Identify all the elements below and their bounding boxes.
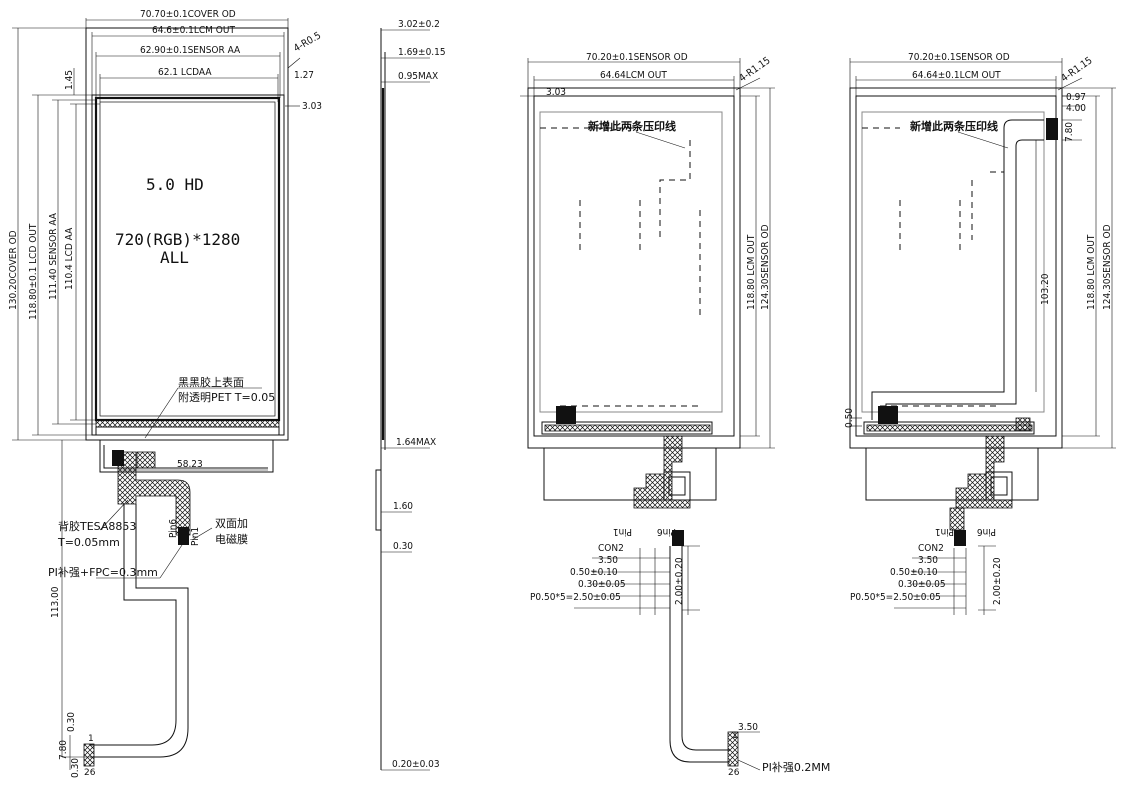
dim-lcm-out: 64.6±0.1LCM OUT: [152, 25, 235, 36]
dim-303-a: 3.03: [546, 87, 566, 98]
dim-r05: 4-R0.5: [292, 30, 323, 54]
dim-160: 1.60: [393, 501, 413, 512]
dim-r115-b: 4-R1.15: [1059, 55, 1094, 84]
dim-400: 4.00: [1066, 103, 1086, 114]
dim-350b-a: 3.50: [738, 722, 758, 733]
fpc-plate: [99, 440, 274, 473]
dim-sensor-od-v-a: 124.30SENSOR OD: [760, 224, 771, 310]
dim-127: 1.27: [294, 70, 314, 81]
sensor-outline-b: [849, 87, 1063, 449]
dim-lcm-out-v-b: 118.80 LCM OUT: [1086, 234, 1097, 310]
dim-164: 1.64MAX: [396, 437, 436, 448]
dim-lcd-aa: 62.1 LCDAA: [158, 67, 212, 78]
dim-095: 0.95MAX: [398, 71, 438, 82]
back-view-b: 70.20±0.1SENSOR OD 64.64±0.1LCM OUT 4-R1…: [844, 52, 1116, 615]
sensor-outline-a: [527, 87, 741, 449]
screen-size-text: 5.0 HD: [146, 175, 204, 194]
pin1-label: Pin1: [190, 527, 201, 546]
cover-outline: [85, 27, 289, 441]
dim-030-b: 0.30±0.05: [898, 579, 946, 590]
front-view: 5.0 HD 720(RGB)*1280 ALL 70.70±0.1COVER …: [8, 9, 323, 778]
note-emboss-b: 新增此两条压印线: [910, 119, 998, 133]
dim-030b: 0.30: [70, 758, 81, 778]
pin-top-a: 1: [732, 731, 738, 741]
pin6-b: Pin6: [977, 526, 996, 537]
fpc-hatch-b: [955, 435, 1013, 509]
screen-resolution-text: 720(RGB)*1280: [115, 230, 240, 249]
fpc-tail-end: [83, 743, 95, 767]
dim-050b-b: 0.50±0.10: [890, 567, 938, 578]
side-view: 3.02±0.2 1.69±0.15 0.95MAX 1.64MAX 1.60 …: [375, 19, 446, 771]
dim-302: 3.02±0.2: [398, 19, 440, 30]
dim-169: 1.69±0.15: [398, 47, 446, 58]
dim-113: 113.00: [50, 586, 61, 618]
dim-sensor-aa-v: 111.40 SENSOR AA: [48, 212, 59, 300]
bottom-strip: [95, 419, 280, 428]
dim-10320: 103.20: [1040, 273, 1051, 305]
dim-030a: 0.30: [66, 712, 77, 732]
dim-lcm-out-b: 64.64±0.1LCM OUT: [912, 70, 1001, 81]
ic-block-b: [878, 406, 898, 424]
pin-top-label: 1: [88, 734, 94, 744]
dim-097: 0.97: [1066, 92, 1086, 103]
dim-cover-od-v: 130.20COVER OD: [8, 230, 19, 310]
note-double-side-1: 双面加: [215, 517, 248, 530]
note-emboss-a: 新增此两条压印线: [588, 119, 676, 133]
dim-pitch-a: P0.50*5=2.50±0.05: [530, 592, 621, 603]
dim-cover-od: 70.70±0.1COVER OD: [140, 9, 236, 20]
dim-200-a: 2.00±0.20: [674, 557, 685, 605]
note-double-side-2: 电磁膜: [215, 533, 248, 546]
dim-200-b: 2.00±0.20: [992, 557, 1003, 605]
dim-350-b: 3.50: [918, 555, 938, 566]
dim-030-side: 0.30: [393, 541, 413, 552]
note-pi-stiffener: PI补强+FPC=0.3mm: [48, 566, 158, 579]
dim-780: 7.80: [58, 740, 69, 760]
con2-a: CON2: [598, 543, 624, 554]
pin1-b: Pin1: [935, 526, 954, 537]
dim-350-a: 3.50: [598, 555, 618, 566]
dim-780-b: 7.80: [1064, 122, 1075, 142]
dim-030-a: 0.30±0.05: [578, 579, 626, 590]
dim-5823: 58.23: [177, 459, 203, 470]
con2-b: CON2: [918, 543, 944, 554]
dim-pitch-b: P0.50*5=2.50±0.05: [850, 592, 941, 603]
note-back-adhesive-2: T=0.05mm: [57, 536, 120, 549]
dim-050-a: 0.50±0.10: [570, 567, 618, 578]
dim-sensor-od-a: 70.20±0.1SENSOR OD: [586, 52, 688, 63]
dim-r115-a: 4-R1.15: [737, 55, 772, 84]
note-black-tape-2: 附透明PET T=0.05: [178, 390, 275, 404]
fpc-long: [90, 504, 177, 746]
pin-bottom-label: 26: [84, 768, 96, 778]
screen-all-text: ALL: [160, 248, 189, 267]
dim-lcd-aa-v: 110.4 LCD AA: [64, 227, 75, 290]
note-pi-a: PI补强0.2MM: [762, 761, 830, 774]
dim-lcd-out-v: 118.80±0.1 LCD OUT: [28, 223, 39, 320]
note-back-adhesive-1: 背胶TESA8853: [58, 519, 136, 533]
pin6-a: Pin6: [657, 526, 676, 537]
dim-050-b: 0.50: [844, 408, 855, 428]
dim-sensor-aa: 62.90±0.1SENSOR AA: [140, 45, 241, 56]
dim-303: 3.03: [302, 101, 322, 112]
ic-block-a: [556, 406, 576, 424]
dim-020: 0.20±0.03: [392, 759, 440, 770]
fpc-tail-hatch: [117, 451, 191, 536]
dim-145: 1.45: [64, 70, 75, 90]
dim-lcm-out-a: 64.64LCM OUT: [600, 70, 667, 81]
pin-bot-a: 26: [728, 768, 740, 778]
note-black-tape-1: 黑黑胶上表面: [178, 375, 244, 389]
pin1-a: Pin1: [613, 526, 632, 537]
pin6-label: Pin6: [168, 519, 179, 538]
dim-sensor-od-v-b: 124.30SENSOR OD: [1102, 224, 1113, 310]
back-view-a: 70.20±0.1SENSOR OD 64.64LCM OUT 4-R1.15 …: [520, 52, 830, 778]
fpc-hatch-a: [633, 435, 691, 509]
dim-sensor-od-b: 70.20±0.1SENSOR OD: [908, 52, 1010, 63]
dim-lcm-out-v-a: 118.80 LCM OUT: [746, 234, 757, 310]
